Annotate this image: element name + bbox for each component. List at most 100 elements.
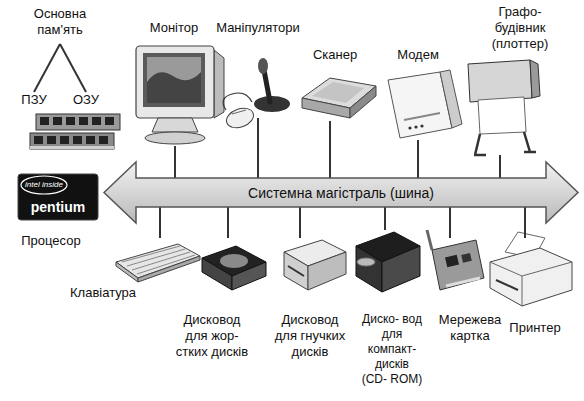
memory-board <box>36 114 120 130</box>
chip-body <box>18 174 98 220</box>
memory-branch <box>34 44 60 92</box>
node-text: Клавіатура <box>70 285 200 301</box>
node-text: Принтер <box>490 320 580 336</box>
network-contacts <box>446 278 480 286</box>
printer-body <box>490 248 572 306</box>
joystick-base <box>254 96 290 112</box>
bus-connector <box>227 207 229 238</box>
modem-light <box>414 125 417 128</box>
bus-connector <box>174 146 176 178</box>
memory-chip <box>66 117 75 125</box>
monitor-neck <box>152 118 198 132</box>
memory-label: Основна пам'ять <box>22 6 98 44</box>
memory-chip <box>92 117 101 125</box>
chip-label: pentium <box>22 199 94 215</box>
plotter-illustration <box>468 60 540 155</box>
bus-connector <box>417 140 419 178</box>
node-text: Дисковод для гнучких дисків <box>272 312 348 360</box>
memory-chip <box>40 117 49 125</box>
mouse-body <box>224 105 256 131</box>
bus-connector <box>524 207 526 238</box>
monitor-stand <box>145 132 205 144</box>
device-box: Клавіатура <box>66 238 200 300</box>
plotter-head-side <box>530 60 540 98</box>
node-text: Диско- вод для компакт- дисків (CD- ROM) <box>361 312 423 387</box>
plotter-head <box>468 60 532 102</box>
node-text: Дисковод для жор- стких дисків <box>174 312 250 360</box>
hdd-side <box>232 262 266 290</box>
chip-logo-swoosh <box>21 176 67 194</box>
plotter-paper <box>478 97 526 134</box>
floppy-drive-illustration <box>284 240 346 290</box>
device-box: Дисковод для жор- стких дисків <box>174 238 250 368</box>
node-text: Основна пам'ять <box>25 6 95 38</box>
modem-side <box>440 70 462 128</box>
monitor-picture-shade <box>147 72 201 103</box>
device-box: Мережева картка <box>438 238 502 348</box>
scanner-glass <box>312 82 364 103</box>
device-box: Диско- вод для компакт- дисків (CD- ROM) <box>361 230 423 395</box>
bus-connector <box>499 155 501 178</box>
bus-connector <box>257 118 259 178</box>
network-board <box>432 240 484 290</box>
system-bus: Системна магістраль (шина) <box>104 178 578 207</box>
printer-edges <box>490 262 572 306</box>
hdd-front <box>202 258 232 290</box>
memory-chip <box>47 136 56 144</box>
modem-illustration <box>388 70 462 138</box>
memory-module <box>30 114 120 149</box>
device-box: Принтер <box>490 238 580 338</box>
monitor-body <box>136 46 214 118</box>
device-box: Маніпулятори <box>212 20 304 118</box>
fdd-side <box>308 252 346 290</box>
modem-stripe <box>404 113 440 120</box>
printer-slot <box>496 280 518 290</box>
keyboard-illustration <box>116 244 200 282</box>
network-card-illustration <box>427 230 484 290</box>
node-text: ПЗУ <box>12 92 56 108</box>
scanner-front <box>302 98 350 118</box>
bus-connector <box>159 207 161 238</box>
device-box: Сканер <box>292 47 378 121</box>
memory-chip <box>105 117 114 125</box>
node-text: Мережева картка <box>438 312 502 344</box>
bus-connector <box>384 207 386 230</box>
plotter-legs <box>474 132 536 155</box>
network-chip <box>445 255 459 267</box>
hard-disk-illustration <box>202 246 266 290</box>
chip-label: intel inside <box>21 180 67 190</box>
mouse-cord <box>223 93 252 110</box>
device-box: Графо- будівник (плоттер) <box>470 4 570 155</box>
device-box: Дисковод для гнучких дисків <box>272 238 348 368</box>
mouse-button-line <box>232 110 246 114</box>
monitor-illustration <box>136 46 224 144</box>
memory-chip <box>60 136 69 144</box>
monitor-screen <box>143 53 205 107</box>
node-text: ОЗУ <box>64 92 108 108</box>
cd-front <box>356 246 382 292</box>
memory-chip <box>86 136 95 144</box>
fdd-front <box>284 252 308 290</box>
scanner-illustration <box>302 78 376 118</box>
memory-chip <box>73 136 82 144</box>
keyboard-keys <box>122 246 195 274</box>
memory-type-label: ОЗУ <box>64 92 108 110</box>
memory-chip <box>99 136 108 144</box>
memory-contacts <box>30 146 114 149</box>
processor-chip <box>18 174 98 220</box>
bus-connector <box>299 207 301 238</box>
device-box: Монітор <box>128 20 220 146</box>
memory-board <box>30 133 114 149</box>
device-box: Модем <box>380 47 456 140</box>
joystick-stick <box>264 70 270 102</box>
memory-chip <box>79 117 88 125</box>
node-text: Системна магістраль (шина) <box>248 185 434 201</box>
scanner-side <box>350 86 376 118</box>
monitor-picture <box>147 57 201 103</box>
node-text: Сканер <box>292 47 378 63</box>
monitor-back <box>214 50 224 118</box>
fdd-slot <box>288 266 304 276</box>
